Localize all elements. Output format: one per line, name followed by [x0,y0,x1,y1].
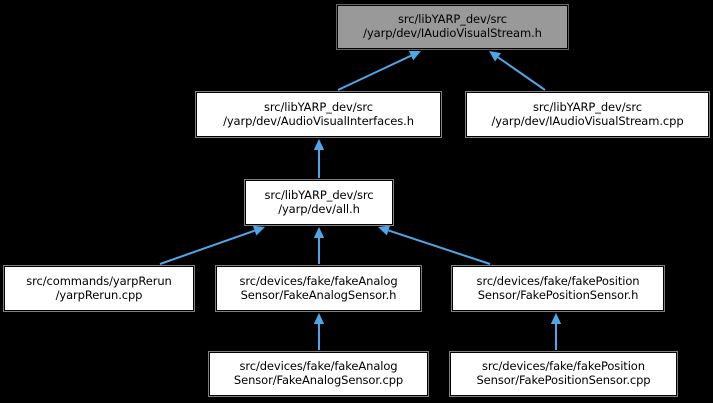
graph-edge-iaudiovisualstream_cpp-to-iaudiovisualstream_h [489,51,546,91]
graph-node-fakeanalogsensor_cpp[interactable]: src/devices/fake/fakeAnalog Sensor/FakeA… [208,351,429,397]
graph-node-label: src/libYARP_dev/src /yarp/dev/all.h [264,187,374,216]
graph-node-iaudiovisualstream_h[interactable]: src/libYARP_dev/src /yarp/dev/IAudioVisu… [336,4,569,50]
graph-node-all_h[interactable]: src/libYARP_dev/src /yarp/dev/all.h [244,179,394,226]
graph-node-label: src/devices/fake/fakePosition Sensor/Fak… [476,273,640,302]
graph-node-iaudiovisualstream_cpp[interactable]: src/libYARP_dev/src /yarp/dev/IAudioVisu… [465,91,710,138]
graph-edge-all_h-to-audiovisualinterfaces_h [313,139,325,178]
graph-edge-fakeanalogsensor_h-to-all_h [313,227,325,264]
graph-edge-fakeanalogsensor_cpp-to-fakeanalogsensor_h [313,313,325,350]
graph-edge-fakepositionsensor_cpp-to-fakepositionsensor_h [550,313,562,350]
graph-node-label: src/libYARP_dev/src /yarp/dev/AudioVisua… [223,99,414,128]
graph-node-fakepositionsensor_h[interactable]: src/devices/fake/fakePosition Sensor/Fak… [451,265,665,312]
graph-node-audiovisualinterfaces_h[interactable]: src/libYARP_dev/src /yarp/dev/AudioVisua… [195,91,442,138]
graph-node-label: src/devices/fake/fakeAnalog Sensor/FakeA… [239,273,398,302]
graph-edge-audiovisualinterfaces_h-to-iaudiovisualstream_h [337,50,421,91]
graph-node-yarprerun_cpp[interactable]: src/commands/yarpRerun /yarpRerun.cpp [3,265,195,312]
graph-node-label: src/devices/fake/fakeAnalog Sensor/FakeA… [233,359,404,387]
graph-node-label: src/libYARP_dev/src /yarp/dev/IAudioVisu… [491,99,684,128]
graph-edge-fakepositionsensor_h-to-all_h [378,225,491,265]
graph-node-label: src/commands/yarpRerun /yarpRerun.cpp [26,273,172,302]
graph-node-fakeanalogsensor_h[interactable]: src/devices/fake/fakeAnalog Sensor/FakeA… [215,265,422,312]
graph-edge-yarprerun_cpp-to-all_h [159,225,265,265]
graph-node-fakepositionsensor_cpp[interactable]: src/devices/fake/fakePosition Sensor/Fak… [449,351,678,397]
graph-node-label: src/libYARP_dev/src /yarp/dev/IAudioVisu… [363,12,542,40]
graph-node-label: src/devices/fake/fakePosition Sensor/Fak… [476,359,651,387]
